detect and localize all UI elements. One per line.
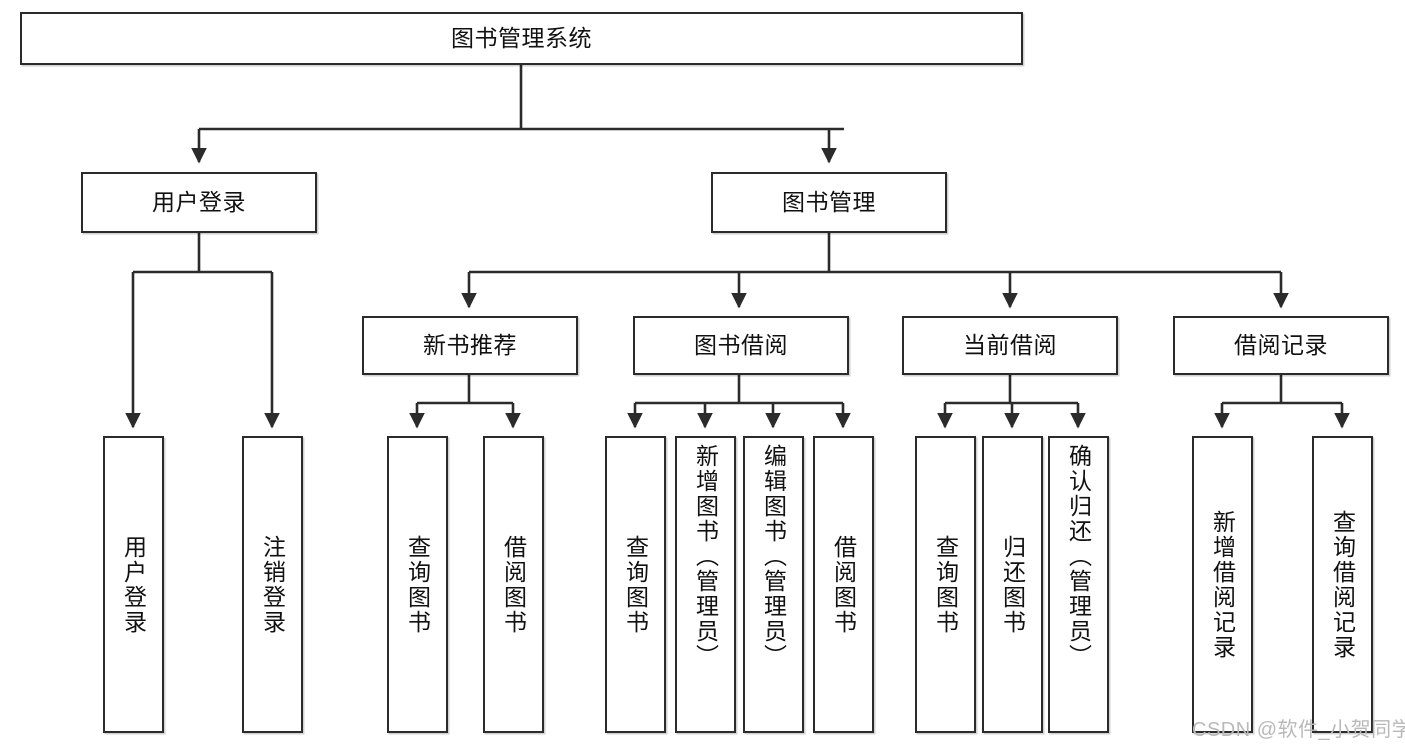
node-leaf-confirm-return[interactable]: 确认归还（管理员） bbox=[1048, 436, 1109, 733]
node-leaf-query-book-1-label: 查询图书 bbox=[404, 534, 431, 635]
node-leaf-query-book-2[interactable]: 查询图书 bbox=[605, 436, 666, 733]
node-leaf-return-book-label: 归还图书 bbox=[999, 534, 1026, 635]
node-new-book-recommend-label: 新书推荐 bbox=[423, 332, 517, 359]
node-leaf-return-book[interactable]: 归还图书 bbox=[982, 436, 1043, 733]
node-root[interactable]: 图书管理系统 bbox=[20, 12, 1023, 65]
node-leaf-confirm-return-label: 确认归还（管理员） bbox=[1065, 444, 1092, 669]
node-user-login[interactable]: 用户登录 bbox=[81, 172, 317, 233]
node-leaf-edit-book-label: 编辑图书（管理员） bbox=[760, 444, 787, 669]
node-leaf-query-book-2-label: 查询图书 bbox=[622, 534, 649, 635]
node-user-login-label: 用户登录 bbox=[152, 189, 246, 216]
node-leaf-logout-label: 注销登录 bbox=[259, 534, 286, 635]
node-current-borrow-label: 当前借阅 bbox=[963, 332, 1057, 359]
node-book-borrow-label: 图书借阅 bbox=[694, 332, 788, 359]
node-leaf-borrow-book-1[interactable]: 借阅图书 bbox=[483, 436, 544, 733]
node-book-manage-label: 图书管理 bbox=[782, 189, 876, 216]
node-leaf-query-record-label: 查询借阅记录 bbox=[1329, 509, 1356, 660]
node-book-manage[interactable]: 图书管理 bbox=[711, 172, 947, 233]
node-borrow-record-label: 借阅记录 bbox=[1234, 332, 1328, 359]
node-current-borrow[interactable]: 当前借阅 bbox=[902, 316, 1118, 375]
node-leaf-borrow-book-2[interactable]: 借阅图书 bbox=[813, 436, 874, 733]
node-leaf-query-book-1[interactable]: 查询图书 bbox=[387, 436, 448, 733]
node-borrow-record[interactable]: 借阅记录 bbox=[1173, 316, 1389, 375]
node-root-label: 图书管理系统 bbox=[451, 25, 592, 52]
csdn-watermark: CSDN @软件_小贺同学 bbox=[1192, 719, 1405, 741]
node-leaf-add-book-label: 新增图书（管理员） bbox=[692, 444, 719, 669]
node-leaf-edit-book[interactable]: 编辑图书（管理员） bbox=[743, 436, 804, 733]
node-leaf-add-record-label: 新增借阅记录 bbox=[1209, 509, 1236, 660]
node-leaf-user-login-label: 用户登录 bbox=[120, 534, 147, 635]
node-leaf-add-record[interactable]: 新增借阅记录 bbox=[1192, 436, 1253, 733]
node-leaf-borrow-book-2-label: 借阅图书 bbox=[830, 534, 857, 635]
node-leaf-query-record[interactable]: 查询借阅记录 bbox=[1312, 436, 1373, 733]
node-book-borrow[interactable]: 图书借阅 bbox=[633, 316, 849, 375]
node-leaf-query-book-3[interactable]: 查询图书 bbox=[915, 436, 976, 733]
node-leaf-add-book[interactable]: 新增图书（管理员） bbox=[675, 436, 736, 733]
node-leaf-user-login[interactable]: 用户登录 bbox=[103, 436, 164, 733]
node-leaf-query-book-3-label: 查询图书 bbox=[932, 534, 959, 635]
node-leaf-logout[interactable]: 注销登录 bbox=[242, 436, 303, 733]
node-new-book-recommend[interactable]: 新书推荐 bbox=[362, 316, 578, 375]
node-leaf-borrow-book-1-label: 借阅图书 bbox=[500, 534, 527, 635]
